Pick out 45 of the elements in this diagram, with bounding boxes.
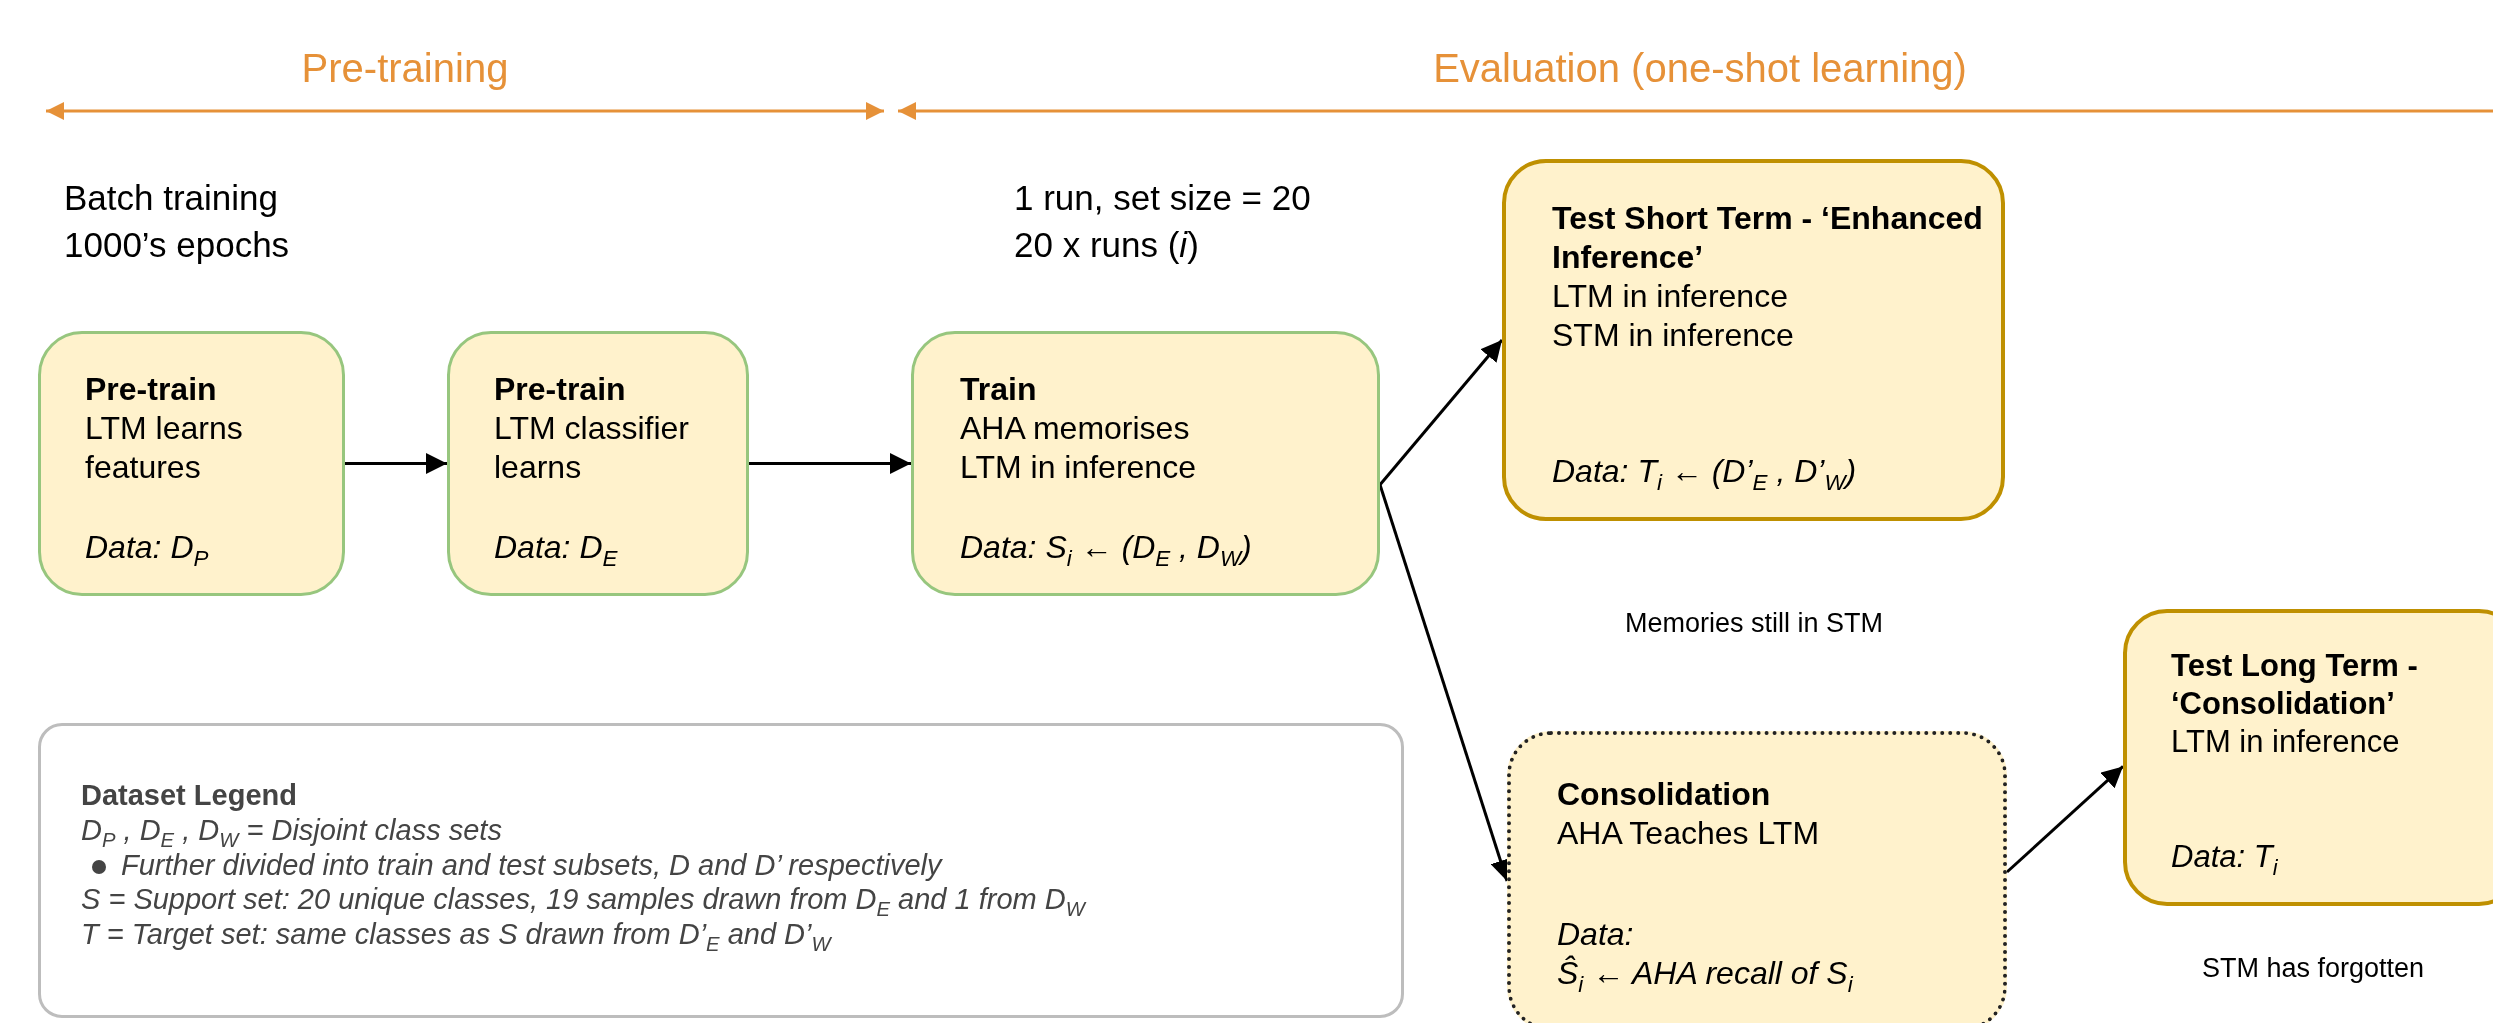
legend-box xyxy=(38,723,1404,1018)
data-text: Ŝ$_{i}$ ← AHA recall of S$_{i}$ xyxy=(1557,953,1854,993)
data-text: Data: D$_{E}$ xyxy=(494,527,619,567)
box-heading: Consolidation xyxy=(1557,775,1772,814)
box-text: AHA memorises xyxy=(960,409,1191,449)
legend-text: S = Support set: 20 unique classes, 19 samples drawn from D$_{E}$ and 1 from D$_{W}$ xyxy=(81,882,1088,918)
box-text: LTM in inference xyxy=(1552,277,1789,317)
data-text: Data: D$_{P}$ xyxy=(85,527,210,567)
arrow xyxy=(2006,765,2124,874)
data-text: Data: xyxy=(1557,914,1635,954)
legend-text: Further divided into train and test subsets, D and D’ respectively xyxy=(121,847,1381,883)
note-text: Batch training xyxy=(64,178,279,218)
box-heading: Pre-train xyxy=(85,370,218,409)
note-text: 20 x runs (i) xyxy=(1014,225,1199,265)
box-text: LTM in inference xyxy=(960,448,1197,488)
process-box xyxy=(38,331,345,596)
box-heading: Test Short Term - ‘Enhanced Inference’ xyxy=(1552,199,1984,278)
box-heading: Dataset Legend xyxy=(81,778,298,813)
legend-text: T = Target set: same classes as S drawn from D’$_{E}$ and D’$_{W}$ xyxy=(81,917,833,952)
note-text: 1 run, set size = 20 xyxy=(1014,178,1311,218)
arrow xyxy=(1378,339,1504,486)
data-text: Data: T$_{i}$ ← (D’$_{E}$ , D’$_{W}$) xyxy=(1552,451,1858,491)
note-text: Memories still in STM xyxy=(1625,608,1883,639)
test-box xyxy=(2123,609,2493,906)
note-text: STM has forgotten xyxy=(2201,953,2425,984)
box-text: LTM classifier learns xyxy=(494,409,690,488)
data-text: Data: T$_{i}$ xyxy=(2171,838,2279,876)
phase-title: Evaluation (one-shot learning) xyxy=(1433,46,1967,91)
box-text: LTM in inference xyxy=(2171,722,2401,761)
phase-title: Pre-training xyxy=(301,46,509,91)
box-heading: Train xyxy=(960,370,1038,409)
process-box xyxy=(447,331,749,596)
box-text: LTM learns features xyxy=(85,409,244,488)
process-box xyxy=(911,331,1380,596)
box-text: AHA Teaches LTM xyxy=(1557,814,1821,854)
note-text: 1000’s epochs xyxy=(64,225,290,265)
test-box xyxy=(1502,159,2005,521)
consolidation-box xyxy=(1507,731,2007,1023)
data-text: Data: S$_{i}$ ← (D$_{E}$ , D$_{W}$) xyxy=(960,527,1253,567)
box-heading: Test Long Term - ‘Consolidation’ xyxy=(2171,647,2419,723)
legend-text: D$_{P}$ , D$_{E}$ , D$_{W}$ = Disjoint class sets xyxy=(81,812,503,848)
arrow xyxy=(749,453,911,474)
box-heading: Pre-train xyxy=(494,370,627,409)
arrow xyxy=(345,453,447,474)
box-text: STM in inference xyxy=(1552,316,1795,356)
